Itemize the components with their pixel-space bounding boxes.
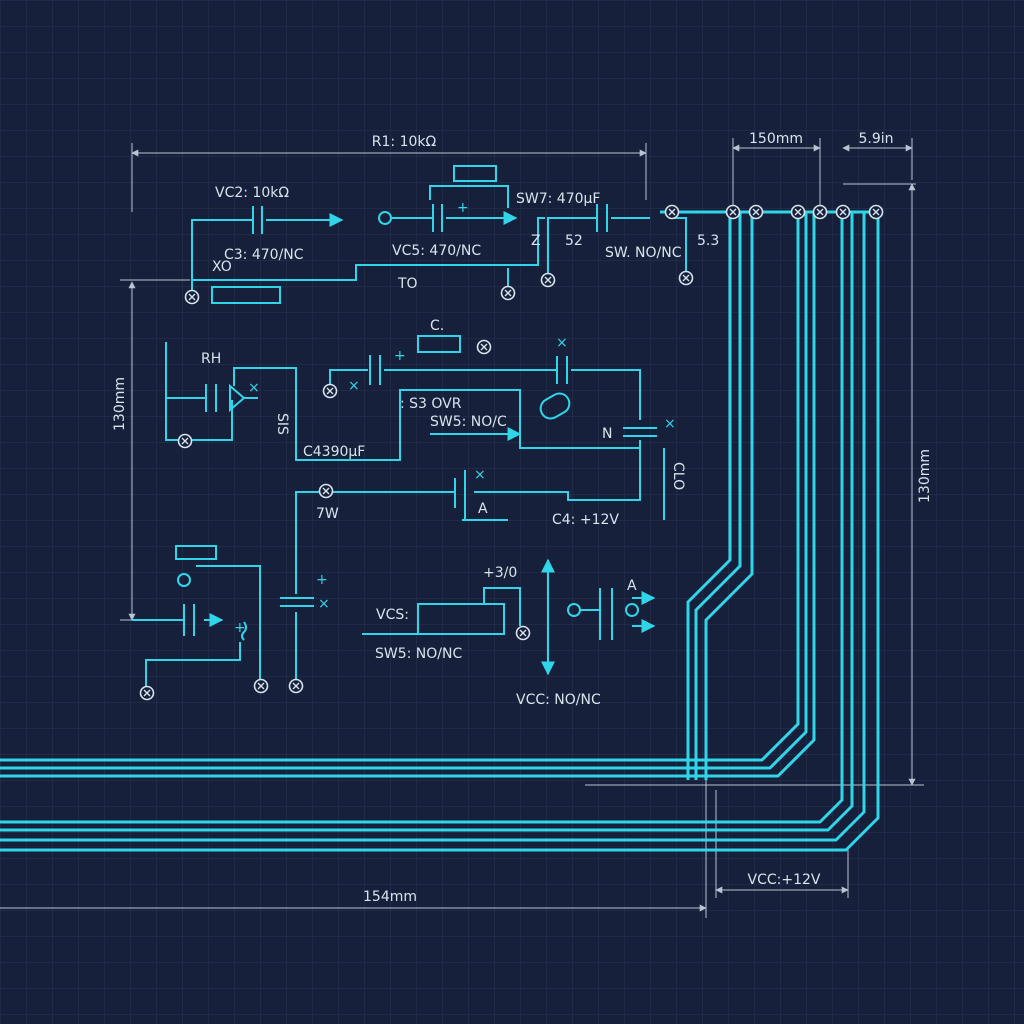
label-53: 5.3 (697, 233, 719, 249)
dim-top-right-b: 5.9in (858, 131, 893, 147)
label-cl0: CLO (670, 462, 686, 490)
plus-glyph: + (457, 200, 469, 216)
label-a2: A (627, 578, 637, 594)
cross-glyph: × (318, 596, 330, 612)
label-s3ovr: : S3 OVR (400, 396, 462, 412)
dim-top-right-a: 150mm (749, 131, 803, 147)
label-to: TO (397, 276, 418, 292)
component-traces (132, 185, 687, 690)
label-7w: 7W (316, 506, 339, 522)
terminal-node (177, 433, 193, 449)
label-x0: XO (212, 259, 232, 275)
label-c3: C3: 470/NC (224, 247, 304, 263)
dim-right-height: 130mm (917, 449, 933, 503)
label-sw5-bottom: SW5: NO/NC (375, 646, 462, 662)
dim-top-width: R1: 10kΩ (372, 134, 437, 150)
terminal-node (322, 383, 338, 399)
label-52: 52 (565, 233, 583, 249)
component-symbols (175, 165, 639, 641)
label-c: C. (430, 318, 444, 334)
plus-glyph: + (394, 348, 406, 364)
cross-glyph: × (664, 416, 676, 432)
label-sw-nonc: SW. NO/NC (605, 245, 682, 261)
terminal-node (515, 625, 531, 641)
label-c4v: C4: +12V (552, 512, 619, 528)
plus-glyph: + (234, 620, 246, 636)
label-vc5: VC5: 470/NC (392, 243, 481, 259)
terminal-node (288, 678, 304, 694)
label-vc2: VC2: 10kΩ (215, 185, 289, 201)
label-n: N (602, 426, 612, 442)
label-z: Z (531, 233, 541, 249)
terminal-node (476, 339, 492, 355)
terminal-node (664, 204, 680, 220)
label-sw7: SW7: 470µF (516, 191, 601, 207)
terminal-node (139, 685, 155, 701)
bus-traces (0, 210, 880, 852)
label-vcs: VCS: (376, 607, 409, 623)
terminal-node (790, 204, 806, 220)
dim-left-height: 130mm (112, 377, 128, 431)
cross-glyph: × (556, 335, 568, 351)
terminal-node (678, 270, 694, 286)
label-vcc-nonc: VCC: NO/NC (516, 692, 601, 708)
terminal-node (835, 204, 851, 220)
terminal-node (868, 204, 884, 220)
terminal-nodes (139, 204, 884, 701)
label-c4: C4390µF (303, 444, 365, 460)
cross-glyph: × (348, 378, 360, 394)
terminal-node (253, 678, 269, 694)
terminal-node (184, 289, 200, 305)
dimension-lines (0, 138, 924, 918)
label-sis: SIS (274, 413, 290, 435)
dimension-texts: R1: 10kΩ 150mm 5.9in 130mm 130mm 154mm V… (112, 131, 933, 905)
component-labels: VC2: 10kΩ C3: 470/NC XO VC5: 470/NC TO S… (201, 185, 719, 708)
plus-glyph: + (316, 572, 328, 588)
dim-bottom-width: 154mm (363, 889, 417, 905)
terminal-node (725, 204, 741, 220)
dim-bottom-right: VCC:+12V (748, 872, 821, 888)
label-a1: A (478, 501, 488, 517)
label-plus30: +3/0 (483, 565, 517, 581)
terminal-node (500, 285, 516, 301)
label-rh: RH (201, 351, 221, 367)
terminal-node (812, 204, 828, 220)
terminal-node (748, 204, 764, 220)
cross-glyph: × (248, 380, 260, 396)
symbol-glyphs: + + + + × × × × × × (234, 200, 676, 636)
cross-glyph: × (474, 467, 486, 483)
terminal-node (318, 483, 334, 499)
label-sw5-top: SW5: NO/C (430, 414, 507, 430)
terminal-node (540, 272, 556, 288)
